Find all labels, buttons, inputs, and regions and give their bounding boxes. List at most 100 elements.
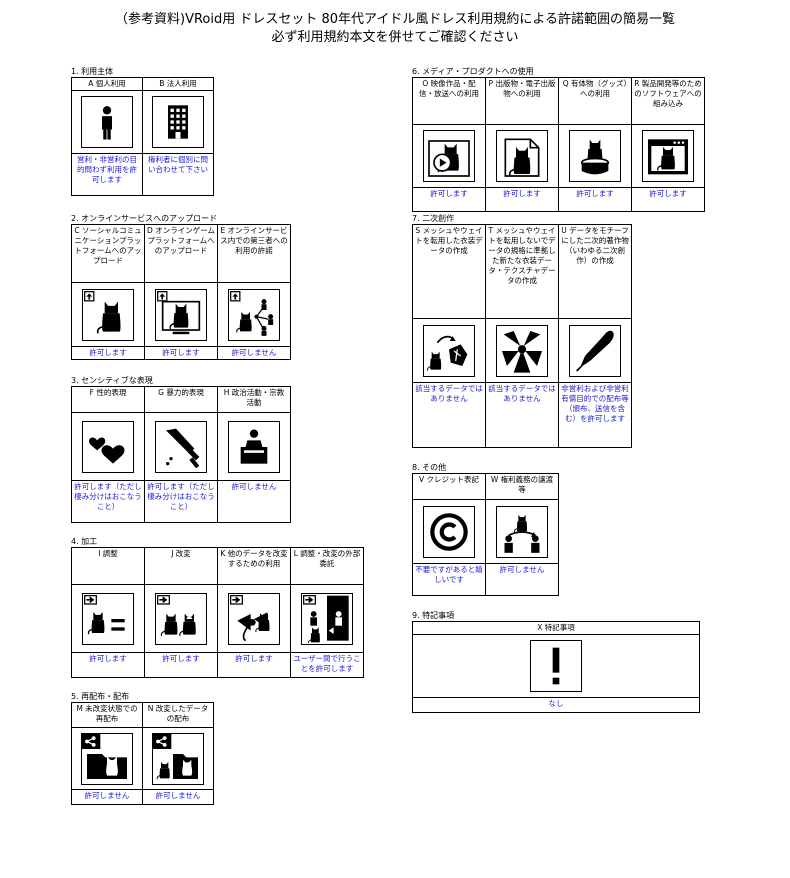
item-label: S メッシュやウェイトを転用した衣装データの作成: [413, 225, 485, 319]
upload-share-icon: [228, 288, 280, 341]
item-status: 不要ですがあると嬉しいです: [413, 564, 485, 596]
item-label: C ソーシャルコミュニケーションプラットフォームへのアップロード: [72, 225, 144, 283]
item-o: O 映像作品・配信・放送への利用 許可します: [413, 78, 486, 212]
avatar-pair-icon: [155, 592, 207, 645]
section-6: 6. メディア・プロダクトへの使用 O 映像作品・配信・放送への利用 許可します…: [412, 66, 705, 212]
item-status: 許可しません: [486, 564, 558, 596]
item-c: C ソーシャルコミュニケーションプラットフォームへのアップロード 許可します: [72, 225, 145, 360]
item-status: 許可します: [559, 188, 631, 212]
item-d: D オンラインゲームプラットフォームへのアップロード 許可します: [145, 225, 218, 360]
item-m: M 未改変状態での再配布 許可しません: [72, 703, 143, 805]
document-subtitle: 必ず利用規約本文を併せてご確認ください: [271, 30, 519, 45]
section-title: 4. 加工: [71, 537, 98, 546]
item-label: D オンラインゲームプラットフォームへのアップロード: [145, 225, 217, 283]
copyright-icon: [423, 505, 475, 558]
item-label: J 改変: [145, 548, 217, 585]
item-w: W 権利義務の譲渡等 許可しません: [486, 474, 559, 596]
item-label: Q 有体物（グッズ）への利用: [559, 78, 631, 125]
section-4: 4. 加工 I 調整 許可します J 改変 許可します K 他のデータを改変する…: [71, 536, 364, 678]
section-1: 1. 利用主体 A 個人利用 営利・非営利の目的問わず利用を許可します B 法人…: [71, 66, 214, 196]
item-b: B 法人利用 権利者に個別に問い合わせて下さい: [143, 78, 214, 196]
exclamation-icon: [530, 640, 582, 692]
section-title: 5. 再配布・配布: [71, 692, 130, 701]
section-title: 9. 特記事項: [412, 611, 455, 620]
item-status: 許可します: [72, 347, 144, 360]
item-p: P 出版物・電子出版物への利用 許可します: [486, 78, 559, 212]
item-label: X 特記事項: [413, 622, 699, 635]
item-label: P 出版物・電子出版物への利用: [486, 78, 558, 125]
item-l: L 調整・改変の外部委託 ユーザー間で行うことを許可します: [291, 548, 364, 678]
pen-icon: [569, 324, 621, 377]
item-status: 許可します: [632, 188, 704, 212]
share-folder-icon: [81, 732, 133, 785]
mesh-transfer-icon: [423, 324, 475, 377]
podium-icon: [228, 420, 280, 473]
item-label: H 政治活動・宗教活動: [218, 387, 290, 413]
item-status: 権利者に個別に問い合わせて下さい: [143, 154, 213, 196]
item-r: R 製品開発等のためのソフトウェアへの組み込み 許可します: [632, 78, 705, 212]
share-modified-icon: [152, 732, 204, 785]
item-label: L 調整・改変の外部委託: [291, 548, 363, 585]
document-title: （参考資料)VRoid用 ドレスセット 80年代アイドル風ドレス利用規約による許…: [115, 12, 675, 27]
publication-icon: [496, 130, 548, 182]
item-label: E オンラインサービス内での第三者への利用の許諾: [218, 225, 290, 283]
item-status: 許可します: [413, 188, 485, 212]
item-status: 非営利および非営利有償目的での配布等（頒布、送信を含む）を許可します: [559, 383, 631, 448]
item-status: 許可します: [145, 653, 217, 678]
item-label: K 他のデータを改変するための利用: [218, 548, 290, 585]
section-title: 7. 二次創作: [412, 214, 455, 223]
bow-icon: [228, 592, 280, 645]
item-status: 該当するデータではありません: [486, 383, 558, 448]
item-status: なし: [413, 698, 699, 713]
equals-icon: [82, 592, 134, 645]
section-9: 9. 特記事項 X 特記事項 なし: [412, 610, 700, 713]
item-f: F 性的表現 許可します（ただし棲み分けはおこなうこと）: [72, 387, 145, 523]
item-h: H 政治活動・宗教活動 許可しません: [218, 387, 291, 523]
item-s: S メッシュやウェイトを転用した衣装データの作成 該当するデータではありません: [413, 225, 486, 448]
new-outfit-icon: [496, 324, 548, 377]
item-k: K 他のデータを改変するための利用 許可します: [218, 548, 291, 678]
item-status: 該当するデータではありません: [413, 383, 485, 448]
section-8: 8. その他 V クレジット表記 不要ですがあると嬉しいです W 権利義務の譲渡…: [412, 462, 559, 596]
item-status: ユーザー間で行うことを許可します: [291, 653, 363, 678]
item-label: V クレジット表記: [413, 474, 485, 500]
item-label: F 性的表現: [72, 387, 144, 413]
video-icon: [423, 130, 475, 182]
item-status: 許可しません: [72, 790, 142, 805]
item-label: O 映像作品・配信・放送への利用: [413, 78, 485, 125]
item-status: 営利・非営利の目的問わず利用を許可します: [72, 154, 142, 196]
item-label: U データをモチーフにした二次的著作物（いわゆる二次創作）の作成: [559, 225, 631, 319]
item-v: V クレジット表記 不要ですがあると嬉しいです: [413, 474, 486, 596]
item-status: 許可します: [486, 188, 558, 212]
item-g: G 暴力的表現 許可します（ただし棲み分けはおこなうこと）: [145, 387, 218, 523]
section-2: 2. オンラインサービスへのアップロード C ソーシャルコミュニケーションプラッ…: [71, 213, 291, 360]
item-status: 許可します: [218, 653, 290, 678]
section-3: 3. センシティブな表現 F 性的表現 許可します（ただし棲み分けはおこなうこと…: [71, 375, 291, 523]
item-t: T メッシュやウェイトを転用しないでデータの規格に準拠した新たな衣装データ・テク…: [486, 225, 559, 448]
item-label: W 権利義務の譲渡等: [486, 474, 558, 500]
upload-game-icon: [155, 288, 207, 341]
item-label: N 改変したデータの配布: [143, 703, 213, 728]
item-status: 許可しません: [143, 790, 213, 805]
building-icon: [152, 96, 204, 148]
section-title: 3. センシティブな表現: [71, 376, 153, 385]
item-status: 許可します（ただし棲み分けはおこなうこと）: [72, 481, 144, 523]
section-7: 7. 二次創作 S メッシュやウェイトを転用した衣装データの作成 該当するデータ…: [412, 213, 632, 448]
upload-avatar-icon: [82, 288, 134, 341]
item-n: N 改変したデータの配布 許可しません: [143, 703, 214, 805]
knife-icon: [155, 420, 207, 473]
section-title: 8. その他: [412, 463, 447, 472]
item-u: U データをモチーフにした二次的著作物（いわゆる二次創作）の作成 非営利および非…: [559, 225, 632, 448]
item-label: M 未改変状態での再配布: [72, 703, 142, 728]
software-icon: [642, 130, 694, 182]
section-title: 1. 利用主体: [71, 67, 114, 76]
outsource-icon: [301, 592, 353, 645]
item-i: I 調整 許可します: [72, 548, 145, 678]
transfer-rights-icon: [496, 505, 548, 558]
item-label: T メッシュやウェイトを転用しないでデータの規格に準拠した新たな衣装データ・テク…: [486, 225, 558, 319]
item-x: X 特記事項 なし: [413, 622, 700, 713]
item-label: A 個人利用: [72, 78, 142, 91]
item-e: E オンラインサービス内での第三者への利用の許諾 許可しません: [218, 225, 291, 360]
item-label: R 製品開発等のためのソフトウェアへの組み込み: [632, 78, 704, 125]
item-status: 許可します（ただし棲み分けはおこなうこと）: [145, 481, 217, 523]
